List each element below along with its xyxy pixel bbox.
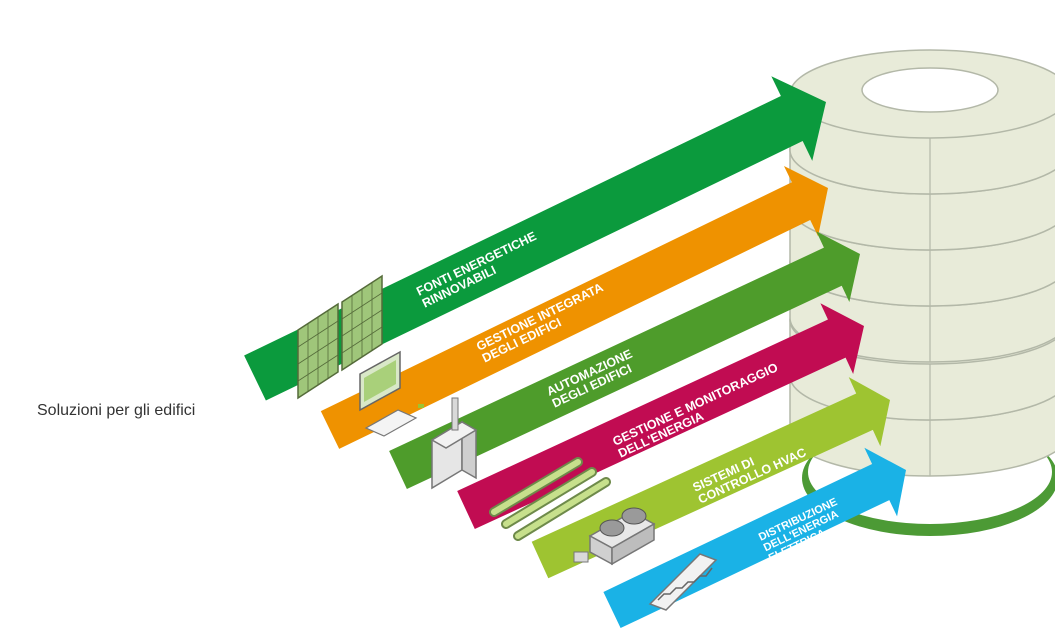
solar-panel-icon	[297, 274, 383, 400]
escalator-icon	[648, 553, 718, 611]
arrow-gestione-integrata	[320, 166, 828, 449]
arrow-automazione	[389, 231, 860, 490]
arrow-fonti	[244, 76, 827, 401]
building-floor-6	[789, 49, 1055, 195]
hvac-unit-icon	[573, 507, 656, 566]
busbar-pipes-icon	[489, 457, 611, 541]
control-cabinet-icon	[430, 397, 478, 490]
building-top-opening	[861, 67, 999, 113]
computer-icon	[359, 350, 424, 437]
side-label: Soluzioni per gli edifici	[37, 402, 196, 419]
